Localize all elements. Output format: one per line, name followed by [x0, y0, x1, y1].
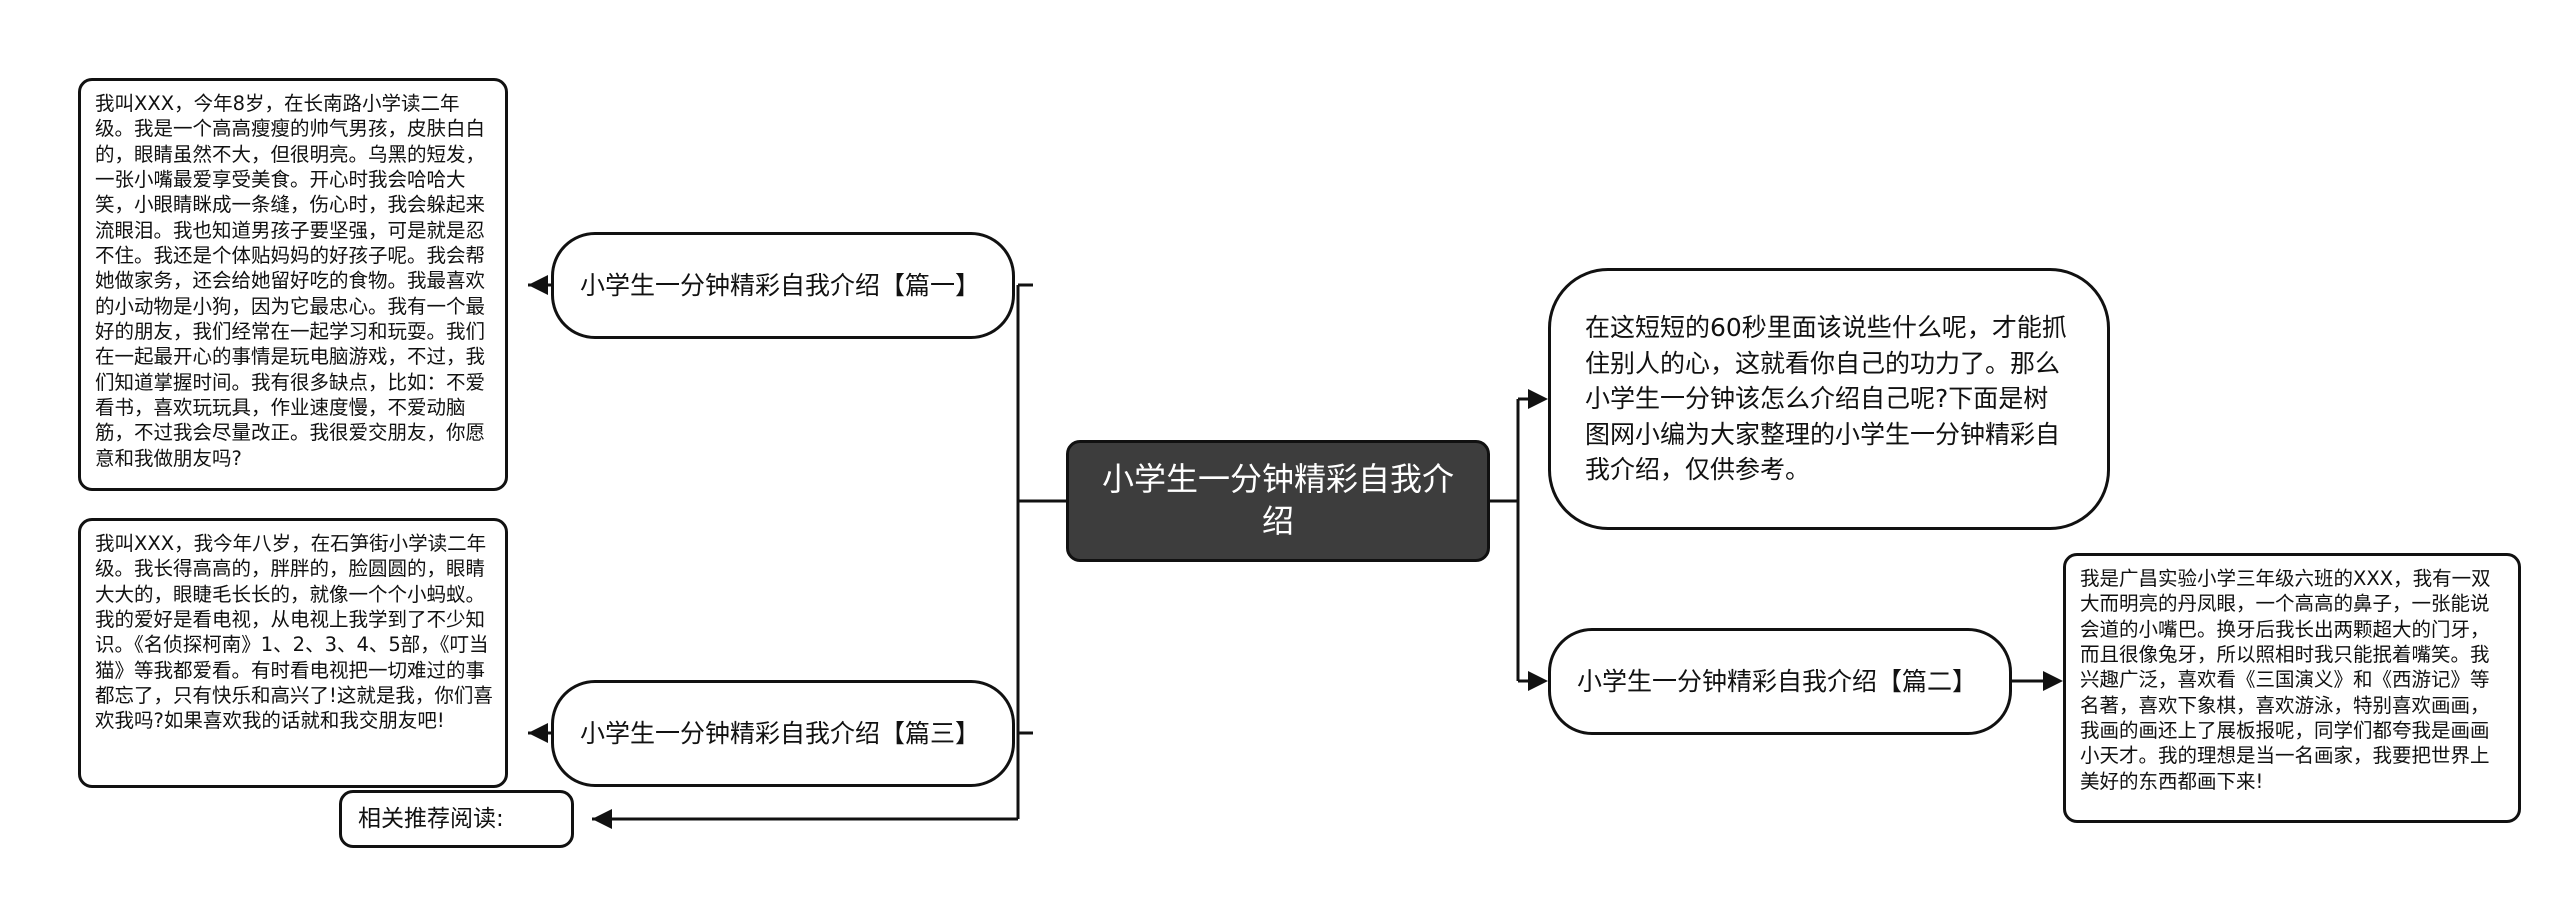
branch-label-piece-three[interactable]: 小学生一分钟精彩自我介绍【篇三】: [551, 680, 1015, 787]
root-node[interactable]: 小学生一分钟精彩自我介绍: [1066, 440, 1490, 562]
branch-label-piece-three-text: 小学生一分钟精彩自我介绍【篇三】: [580, 719, 981, 748]
branch-label-piece-two[interactable]: 小学生一分钟精彩自我介绍【篇二】: [1548, 628, 2012, 735]
branch-label-related-reading[interactable]: 相关推荐阅读:: [339, 790, 574, 848]
intro-card-piece-two[interactable]: 我是广昌实验小学三年级六班的XXX，我有一双大而明亮的丹凤眼，一个高高的鼻子，一…: [2063, 553, 2521, 823]
intro-card-piece-three[interactable]: 我叫XXX，我今年八岁，在石笋街小学读二年级。我长得高高的，胖胖的，脸圆圆的，眼…: [78, 518, 508, 788]
lead-paragraph-bubble[interactable]: 在这短短的60秒里面该说些什么呢，才能抓住别人的心，这就看你自己的功力了。那么小…: [1548, 268, 2110, 530]
intro-card-piece-one-text: 我叫XXX，今年8岁，在长南路小学读二年级。我是一个高高瘦瘦的帅气男孩，皮肤白白…: [95, 92, 486, 470]
branch-label-related-reading-text: 相关推荐阅读:: [358, 805, 504, 832]
branch-label-piece-one[interactable]: 小学生一分钟精彩自我介绍【篇一】: [551, 232, 1015, 339]
lead-paragraph-text: 在这短短的60秒里面该说些什么呢，才能抓住别人的心，这就看你自己的功力了。那么小…: [1585, 313, 2067, 485]
branch-label-piece-one-text: 小学生一分钟精彩自我介绍【篇一】: [580, 271, 981, 300]
intro-card-piece-three-text: 我叫XXX，我今年八岁，在石笋街小学读二年级。我长得高高的，胖胖的，脸圆圆的，眼…: [95, 532, 493, 733]
root-node-title: 小学生一分钟精彩自我介绍: [1101, 460, 1454, 540]
intro-card-piece-one[interactable]: 我叫XXX，今年8岁，在长南路小学读二年级。我是一个高高瘦瘦的帅气男孩，皮肤白白…: [78, 78, 508, 491]
branch-label-piece-two-text: 小学生一分钟精彩自我介绍【篇二】: [1577, 667, 1978, 696]
intro-card-piece-two-text: 我是广昌实验小学三年级六班的XXX，我有一双大而明亮的丹凤眼，一个高高的鼻子，一…: [2080, 567, 2491, 793]
